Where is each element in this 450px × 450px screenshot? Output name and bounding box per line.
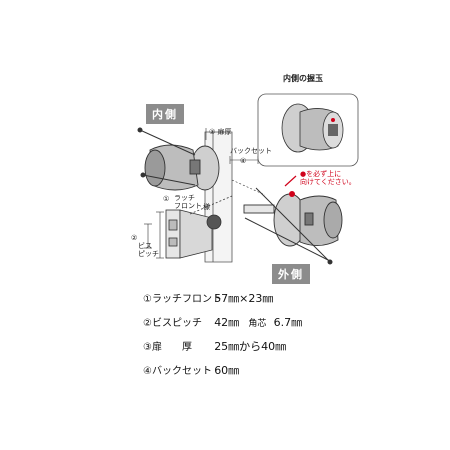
spec-row-latch-front: ①ラッチフロント 57㎜×23㎜ [143,290,273,306]
spec-row-door-thickness: ③扉 厚 25㎜から40㎜ [143,338,286,354]
spec-value: 42㎜ [214,316,240,329]
inside-knob [144,144,220,191]
spec-value: 60㎜ [214,364,240,377]
spec-key: ④バックセット [143,366,212,377]
spec-extra-label: 角芯 [248,319,267,329]
spec-key: ①ラッチフロント [143,294,222,305]
latch-front-suffix: 様 [203,203,210,211]
spec-row-backset: ④バックセット 60㎜ [143,362,239,378]
latch-unit [165,195,233,259]
marker-2: ② [131,234,138,242]
spec-value: 25㎜から40㎜ [214,340,287,353]
inside-screws [137,127,196,186]
spec-key: ②ビスピッチ [143,318,202,329]
screw-pitch-label: ビス ピッチ [138,242,159,258]
outside-knob [243,193,343,247]
door-thickness-text: 扉厚 [217,128,232,136]
inside-tag: 内側 [146,104,184,124]
marker-1: ① [163,195,170,203]
marker-4: ④ [240,157,247,165]
red-dot-marker [289,191,295,197]
spec-row-screw-pitch: ②ビスピッチ 42㎜ 角芯 6.7㎜ [143,314,302,330]
backset-label: バックセット [230,147,272,155]
latch-front-label: ラッチ フロント [174,194,202,210]
marker-3: ③ [209,128,216,136]
spec-key: ③扉 厚 [143,342,192,353]
inset-panel [257,93,359,167]
spec-value: 57㎜×23㎜ [214,292,274,305]
red-arrow [284,175,297,187]
orientation-note: ●を必ず上に 向けてください。 [300,170,356,186]
outside-screws [244,187,333,265]
door-thickness-label: ③ 扉厚 [209,127,232,137]
spec-extra-value: 6.7㎜ [273,316,303,329]
inside-knob-title: 内側の握玉 [283,74,323,83]
outside-tag: 外側 [272,264,310,284]
